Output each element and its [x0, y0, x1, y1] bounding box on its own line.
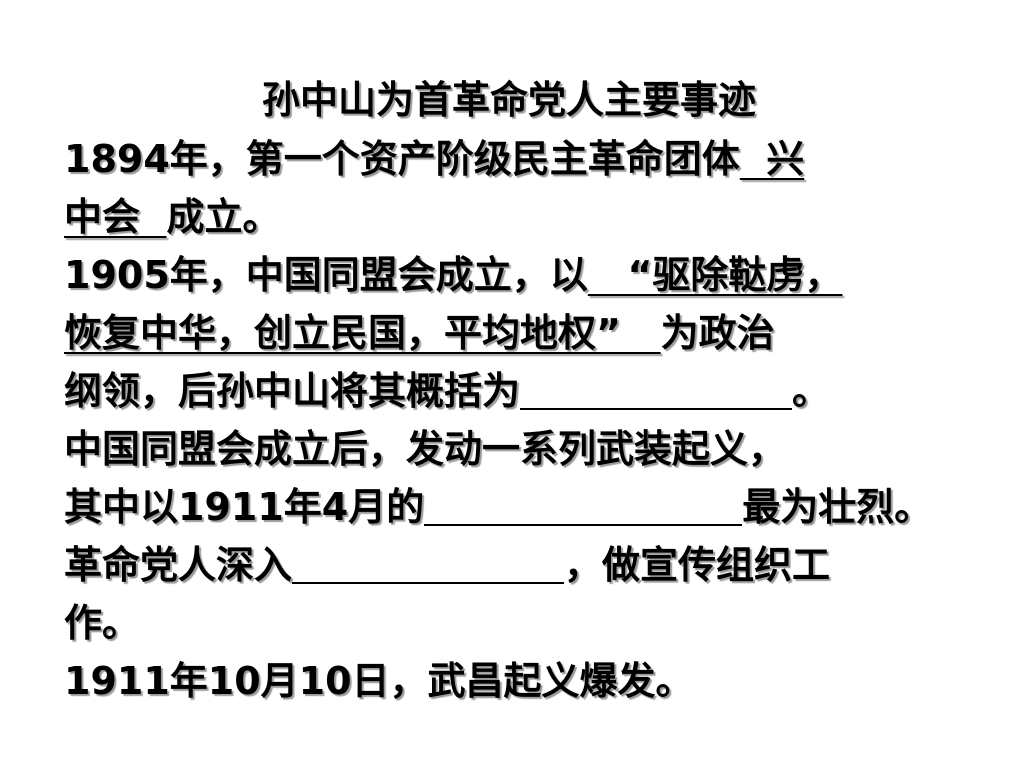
answer-blank: [424, 478, 743, 526]
filled-answer: 恢复中华，创立民国，平均地权”: [64, 311, 661, 355]
text-segment: 为政治: [660, 311, 775, 355]
text-segment: 1905年，中国同盟会成立，以: [64, 253, 588, 297]
text-line-1: 1894年，第一个资产阶级民主革命团体 兴: [64, 130, 984, 188]
text-line-9: 作。: [64, 594, 984, 652]
text-segment: 纲领，后孙中山将其概括为: [64, 369, 521, 413]
text-segment: 成立。: [166, 195, 281, 239]
text-segment: 1894年，第一个资产阶级民主革命团体: [64, 137, 740, 181]
text-line-4: 恢复中华，创立民国，平均地权” 为政治: [64, 304, 984, 362]
text-segment: 。: [792, 369, 831, 413]
text-line-8: 革命党人深入 ，做宣传组织工: [64, 536, 984, 594]
text-segment: 其中以1911年4月的: [64, 485, 425, 529]
answer-blank: [292, 536, 565, 584]
slide-body: 1894年，第一个资产阶级民主革命团体 兴 中会 成立。 1905年，中国同盟会…: [64, 130, 984, 710]
text-segment: 1911年10月10日，武昌起义爆发。: [64, 659, 694, 703]
text-segment: 作。: [64, 601, 141, 645]
text-line-7: 其中以1911年4月的 最为壮烈。: [64, 478, 984, 536]
filled-answer: 中会: [64, 195, 167, 239]
text-line-2: 中会 成立。: [64, 188, 984, 246]
text-line-10: 1911年10月10日，武昌起义爆发。: [64, 652, 984, 710]
text-segment: ，做宣传组织工: [564, 543, 831, 587]
text-line-6: 中国同盟会成立后，发动一系列武装起义，: [64, 420, 984, 478]
text-segment: 最为壮烈。: [742, 485, 933, 529]
filled-answer: 兴: [739, 137, 805, 181]
text-segment: 革命党人深入: [64, 543, 293, 587]
filled-answer: “驱除鞑虏，: [587, 253, 843, 297]
slide-title: 孙中山为首革命党人主要事迹: [261, 78, 756, 122]
text-segment: 中国同盟会成立后，发动一系列武装起义，: [64, 427, 787, 471]
text-line-3: 1905年，中国同盟会成立，以 “驱除鞑虏，: [64, 246, 984, 304]
text-line-5: 纲领，后孙中山将其概括为 。: [64, 362, 984, 420]
answer-blank: [520, 362, 793, 410]
